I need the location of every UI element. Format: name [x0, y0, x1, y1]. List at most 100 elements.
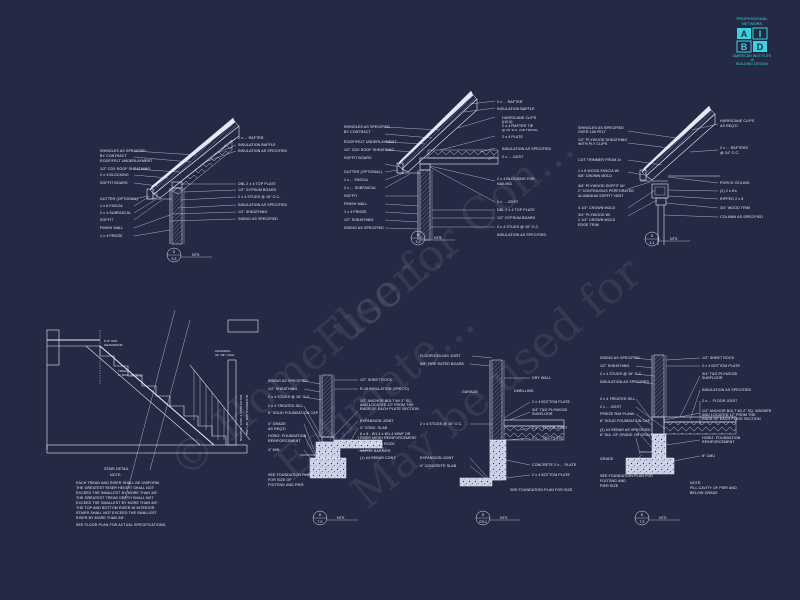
d2-label: ROOF/FELT UNDERLAYMENT — [344, 140, 397, 144]
d7-label: 2 x 4 STUDS @ 16" O.C. — [600, 372, 642, 376]
d6-tag-bottom: GS-1 — [479, 520, 487, 524]
detail-4-balusters — [193, 370, 225, 440]
d7-label: 1/2" SHEET ROCK — [702, 356, 735, 360]
d1-label: SOFFIT BOARD — [100, 181, 128, 185]
d4-note: THE GREATEST TREAD DEPTH SHALL NOT — [76, 496, 154, 500]
d4-label: HEADROOM — [104, 343, 123, 347]
d7-label: SEE FOUNDATION PLAN FOR — [600, 474, 653, 478]
detail-7-wall — [653, 354, 665, 418]
d2-label: 1/2" CDX ROOF SHEATHING — [344, 148, 394, 152]
d5-label: 4" MIN. — [268, 448, 281, 452]
detail-1-labels-right: 2 x ... RAFTER INSULATION BAFFLE INSULAT… — [238, 136, 287, 221]
d5-label: ENDS OF EACH PLATE SECTION — [360, 407, 419, 411]
d4-note: THE GREATEST RISER HEIGHT SHALL NOT — [76, 486, 155, 490]
d7-label: SUBFLOOR — [702, 376, 723, 380]
logo-letter-b: B — [741, 42, 748, 52]
d6-caption: NTS — [500, 516, 508, 520]
d2-label: 1 x 4 FRIEZE — [344, 210, 367, 214]
detail-5-wall — [321, 374, 333, 438]
d7-label: FRIEZE RIM PLANK — [600, 412, 635, 416]
d4-label: HANDRAIL — [215, 349, 231, 353]
detail-1-tag: D 3-3 NTS — [166, 247, 212, 263]
d7-label: 2 x ... JOIST — [600, 405, 622, 409]
d7-label: 8" CMU — [702, 454, 715, 458]
d4-label: 6'-8" MIN. — [104, 339, 118, 343]
d7-label: 1/2" ANCHOR BOLT W/ 2" SQ. WASHER — [702, 409, 772, 413]
d3-label: COLUMN AS SPECIFIED — [720, 215, 763, 219]
d2-label: FINISH WALL — [344, 202, 368, 206]
d6-label: DWELLING — [514, 389, 534, 393]
d5-label: R-19 INSULATION (SPEC'D) — [360, 387, 409, 391]
d3-label: 3/8" PLYWOOD SOFFIT W/ — [578, 184, 625, 188]
d7-label: 2 x ... FLOOR JOIST — [702, 399, 738, 403]
d2-label: 2 x 4 PLATE — [502, 135, 524, 139]
d1-label: DBL 2 x 4 TOP PLATE — [238, 182, 276, 186]
d7-label: INSULATION AS SPECIFIED — [600, 380, 649, 384]
d1-label: FINISH WALL — [100, 226, 124, 230]
detail-1-eave-section: SHINGLES AS SPECIFIED BY CONTRACT ROOF/F… — [100, 117, 287, 263]
logo-letter-d: D — [757, 42, 764, 52]
detail-3-tag: D 4-1 NTS — [644, 231, 690, 247]
detail-7-stem — [651, 433, 667, 460]
d2-label: 1/2" GYPSUM BOARD — [497, 216, 536, 220]
d2-label: BY CONTRACT — [344, 130, 371, 134]
detail-7-footing — [625, 457, 675, 475]
d4-note: EXCEED THE SMALLEST BY MORE THAN 3/8". — [76, 491, 159, 495]
detail-5-footing — [309, 457, 347, 479]
d4-note: EACH TREAD AND RISER SHALL BE UNIFORM. — [76, 481, 160, 485]
d2-label: SOFFIT — [344, 194, 358, 198]
d1-label: 1/2" GYPSUM BOARD — [238, 188, 277, 192]
d5-label: 2 x 4 STUDS @ 16" O.C. — [268, 395, 310, 399]
detail-1-roof-sheathing — [149, 121, 240, 195]
d3-label: 1 x 8 WOOD FASCIA W/ — [578, 169, 619, 173]
d5-label: 4" CRUSHED ROCK — [360, 442, 395, 446]
d7-label: GRADE — [600, 457, 614, 461]
d5-label: HORIZ. FOUNDATION — [268, 434, 307, 438]
d1-label: 1 x 6 FASCIA — [100, 204, 123, 208]
d6-label: FLOOR/CEILING JOIST — [420, 354, 462, 358]
d2-label: SHINGLES AS SPECIFIED — [344, 125, 390, 129]
d2-label: 2 x ... JOIST — [502, 155, 524, 159]
d2-label: 2 x 4 BLOCKING FOR — [497, 177, 535, 181]
d5-label: EXPANSION JOINT — [360, 419, 394, 423]
d5-label: 1/2" SHEET ROCK — [360, 378, 393, 382]
detail-3-labels-left: SHINGLES AS SPECIFIED OVER 15# FELT 1/2"… — [578, 126, 634, 227]
d4-note: NOTE: — [110, 473, 121, 477]
detail-1-subfascia — [152, 192, 158, 199]
detail-5-stem — [315, 441, 341, 459]
d2-caption: NTS — [434, 236, 442, 240]
d2-label: INSULATION AS SPECIFIED — [497, 233, 546, 237]
detail-7-labels-left: SIDING AS SPECIFIED 1/2" SHEATHING 2 x 4… — [600, 356, 655, 488]
detail-5-slab-foundation-section: SIDING AS SPECIFIED 1/2" SHEATHING 2 x 4… — [268, 374, 419, 526]
d7-tag-top: D — [641, 513, 644, 517]
d3-label: OVER 15# FELT — [578, 130, 607, 134]
d4-note: SEE FLOOR PLAN FOR ACTUAL SPECIFICATIONS… — [76, 523, 166, 527]
d7-label: 3/4" T&G PLYWOOD — [702, 372, 738, 376]
detail-5-tag: D 7-9 NTS — [312, 510, 358, 526]
detail-6-labels-right: DRY WALL DWELLING 2 x 4 BOTTOM PLATE 3/4… — [510, 376, 577, 492]
d2-label: DBL 2 x 4 TOP PLATE — [497, 208, 535, 212]
d7-label: BELOW GRADE — [690, 491, 718, 495]
detail-4-upper-beam — [227, 319, 259, 333]
detail-5-labels-left: SIDING AS SPECIFIED 1/2" SHEATHING 2 x 4… — [268, 379, 319, 487]
d2-tag-bottom: 3-3 — [416, 240, 421, 244]
d3-label: RIPPED 2 x 8 — [720, 197, 743, 201]
d7-label: FILL CAVITY OF PIER AND — [690, 486, 737, 490]
d2-label: GUTTER (OPTIONAL) — [344, 170, 382, 174]
d4-note: RISER BY MORE THAN 3/8". — [76, 516, 126, 520]
d7-caption: NTS — [659, 516, 667, 520]
detail-1-shingles — [149, 117, 236, 191]
d5-label: 4" CONC. SLAB — [360, 426, 388, 430]
detail-1-rafter — [153, 125, 240, 199]
d5-label: FOR SIZE OF — [268, 478, 292, 482]
d7-tag-bottom: 7-9 — [640, 520, 645, 524]
d6-label: 2 x 4 BOTTOM PLATE — [532, 400, 571, 404]
detail-2-wall — [419, 169, 431, 241]
d2-tag-top: D — [417, 233, 420, 237]
d7-label: PIER SIZE — [600, 484, 619, 488]
d5-label: AS REQ'D — [268, 427, 286, 431]
d6-label: 4" CONCRETE SLAB — [420, 464, 457, 468]
d6-label: SUBFLOOR — [532, 412, 553, 416]
d5-label: 6 x 6 - W1.4 x W1.4 WWF OR — [360, 432, 411, 436]
detail-4-wall-top — [46, 329, 60, 366]
